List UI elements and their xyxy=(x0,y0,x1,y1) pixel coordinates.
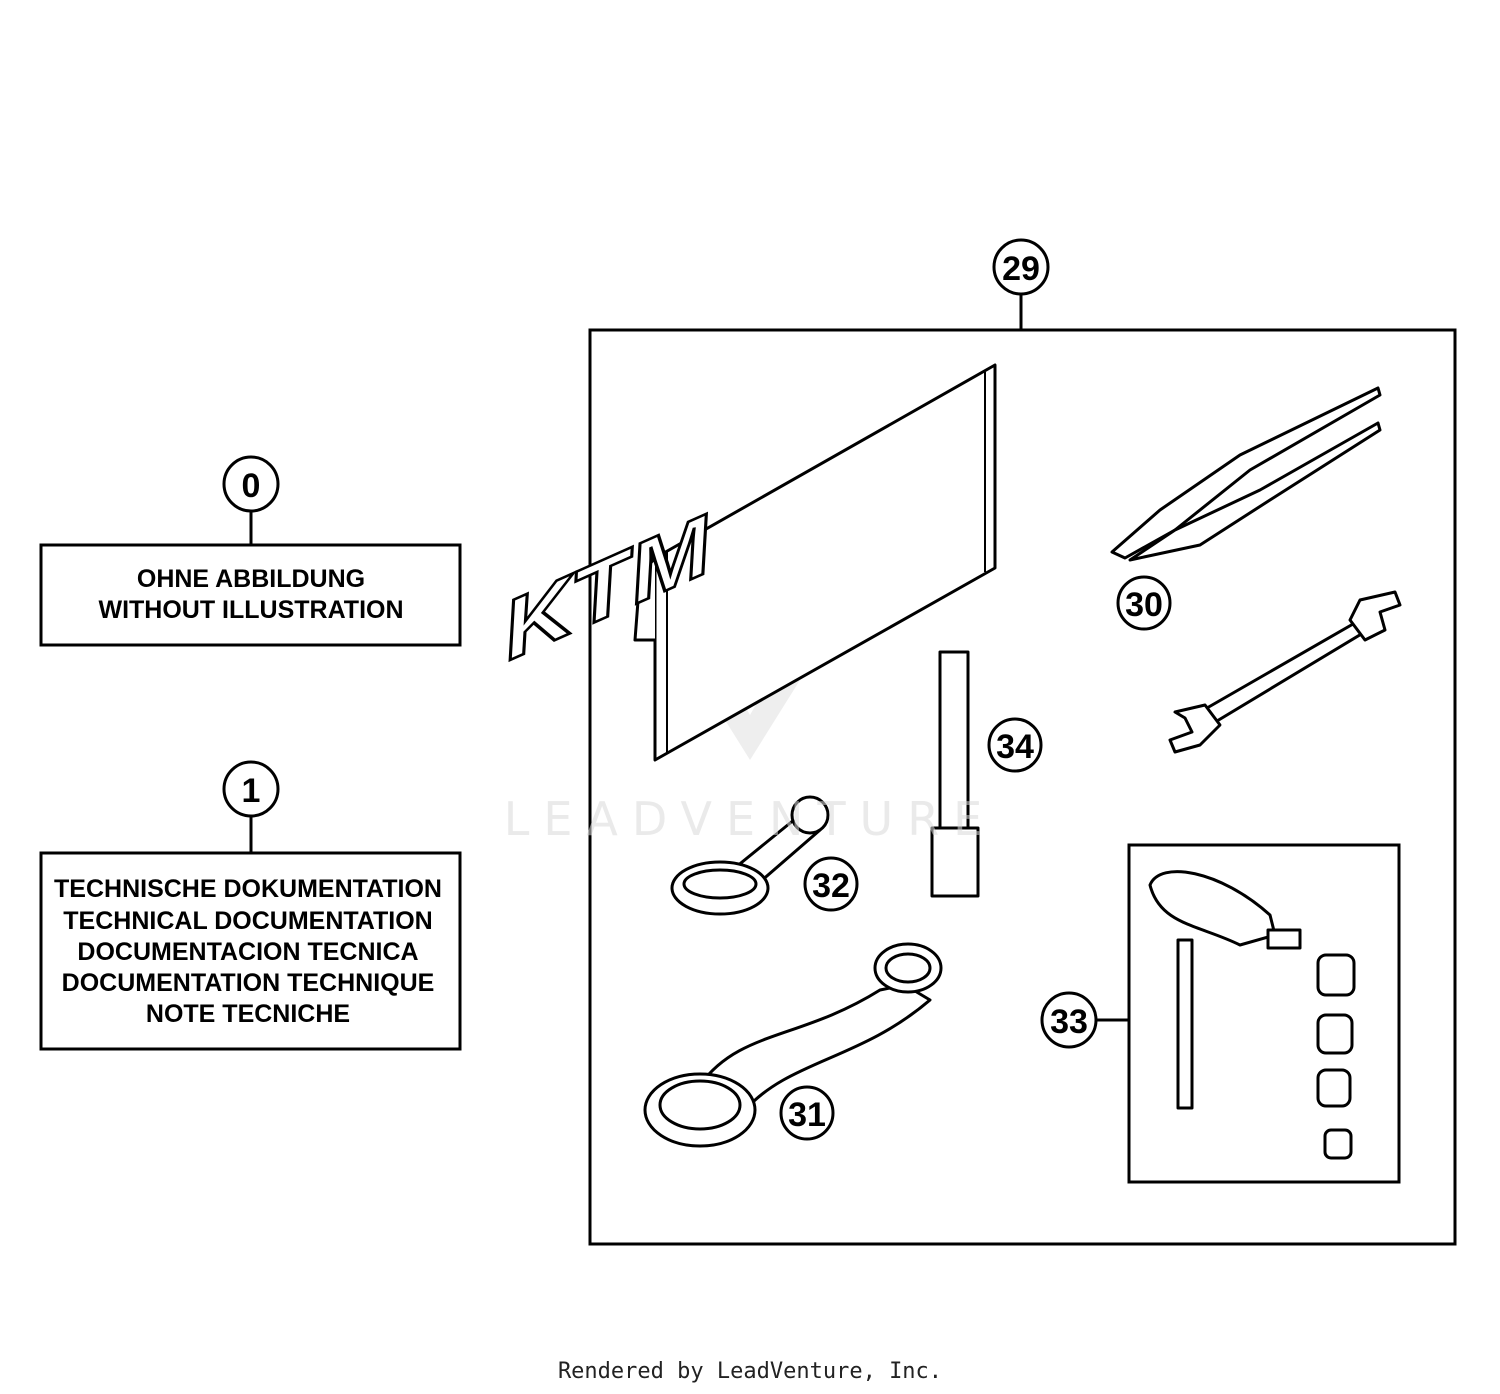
callout-33[interactable]: 33 xyxy=(1040,991,1129,1049)
callout-number: 31 xyxy=(788,1096,826,1134)
callout-number: 34 xyxy=(996,728,1034,766)
box-text: OHNE ABBILDUNG xyxy=(137,565,365,593)
callout-number: 0 xyxy=(242,467,261,505)
callout-number: 30 xyxy=(1125,586,1163,624)
pliers xyxy=(1110,386,1382,562)
open-end-wrench xyxy=(1168,590,1402,754)
small-ring-wrench xyxy=(670,795,830,916)
large-ring-wrench xyxy=(643,942,943,1148)
without-illustration-box: OHNE ABBILDUNG WITHOUT ILLUSTRATION xyxy=(39,543,462,647)
box-text: TECHNISCHE DOKUMENTATION xyxy=(54,875,442,903)
hex-socket-extension xyxy=(930,650,980,898)
tool-bag: KTM xyxy=(495,363,997,762)
callout-number: 1 xyxy=(242,772,261,810)
t-handle-hex-key xyxy=(1148,870,1356,1160)
box-text: NOTE TECNICHE xyxy=(146,1000,350,1028)
callout-31[interactable]: 31 xyxy=(779,1085,835,1141)
callout-number: 32 xyxy=(812,867,850,905)
callout-0[interactable]: 0 xyxy=(222,455,280,544)
technical-documentation-box: TECHNISCHE DOKUMENTATION TECHNICAL DOCUM… xyxy=(39,851,462,1051)
box-text: DOCUMENTACION TECNICA xyxy=(77,938,418,966)
box-text: WITHOUT ILLUSTRATION xyxy=(98,596,403,624)
callout-30[interactable]: 30 xyxy=(1116,575,1172,631)
box-text: TECHNICAL DOCUMENTATION xyxy=(63,907,432,935)
callout-32[interactable]: 32 xyxy=(803,856,859,912)
callout-29[interactable]: 29 xyxy=(992,238,1050,329)
footer-credit: Rendered by LeadVenture, Inc. xyxy=(558,1359,942,1384)
callout-1[interactable]: 1 xyxy=(222,760,280,852)
callout-number: 33 xyxy=(1050,1003,1088,1041)
box-text: DOCUMENTATION TECHNIQUE xyxy=(62,969,435,997)
tool-kit-box xyxy=(588,328,1457,1246)
callout-34[interactable]: 34 xyxy=(987,717,1043,773)
watermark-text: LEADVENTURE xyxy=(504,792,997,846)
callout-number: 29 xyxy=(1002,250,1040,288)
